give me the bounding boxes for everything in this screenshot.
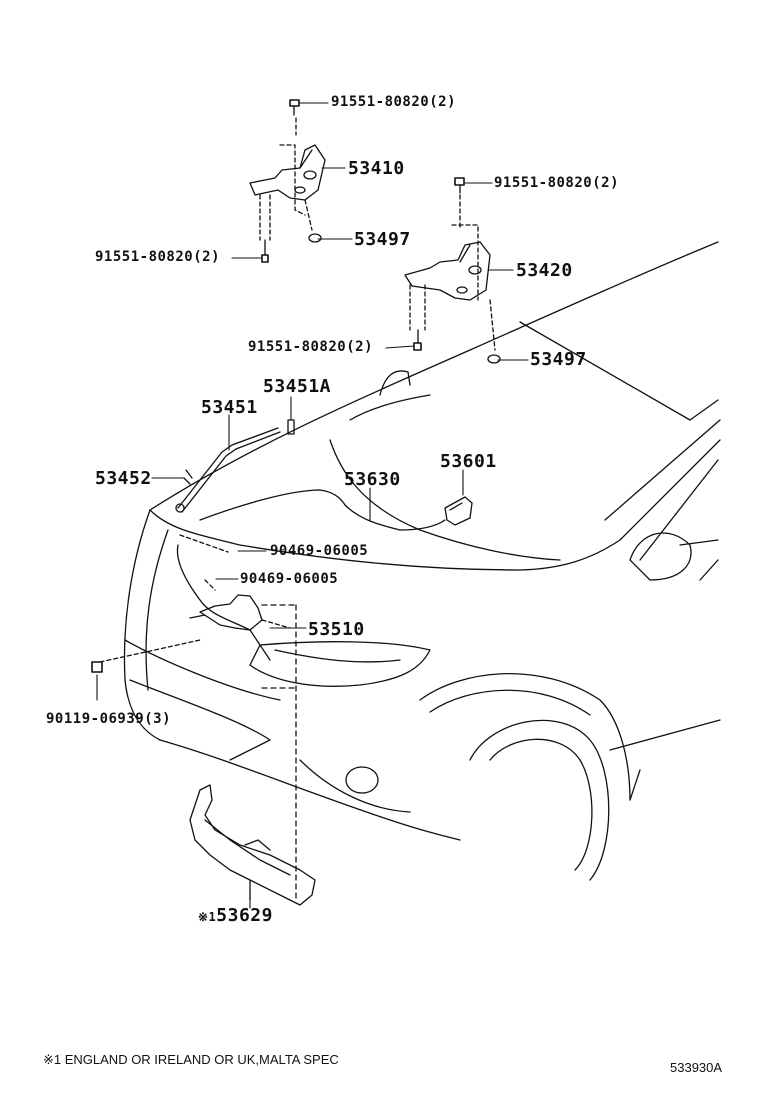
hood-lock-drawing [91,579,297,901]
label-support-rod: 53451 [201,397,258,418]
label-bolt-hinge-lh-top: 91551-80820(2) [331,94,457,110]
label-release-cable: 53630 [344,469,401,490]
label-hood-lock: 53510 [308,619,365,640]
label-bolt-hood-lock: 90119-06939(3) [46,711,172,727]
label-bolt-hinge-lh-bottom: 91551-80820(2) [95,249,221,265]
label-bolt-hinge-rh-top: 91551-80820(2) [494,175,620,191]
label-hinge-rh: 53420 [516,260,573,281]
label-clip-cable-lower: 90469-06005 [240,571,339,587]
footnote: ※1 ENGLAND OR IRELAND OR UK,MALTA SPEC [43,1052,339,1067]
label-support-holder: 53452 [95,468,152,489]
label-lock-cover: ※153629 [198,905,273,926]
lock-cover-drawing [189,784,316,906]
label-cushion-rh: 53497 [530,349,587,370]
label-support-clip: 53451A [263,376,332,397]
release-cable-drawing [176,489,473,631]
illustration-code: 533930A [670,1060,723,1075]
label-lock-cover-prefix: ※1 [198,910,217,924]
car-body-outline [123,241,721,881]
leader-lines [96,102,529,909]
label-bolt-hinge-rh-bottom: 91551-80820(2) [248,339,374,355]
label-release-lever: 53601 [440,451,497,472]
hinge-53410-drawing [249,99,326,263]
hood-support-drawing [175,419,295,513]
label-clip-cable-upper: 90469-06005 [270,543,369,559]
hinge-53420-drawing [404,177,501,364]
label-lock-cover-number: 53629 [216,905,273,926]
label-hinge-lh: 53410 [348,158,405,179]
label-cushion-lh: 53497 [354,229,411,250]
